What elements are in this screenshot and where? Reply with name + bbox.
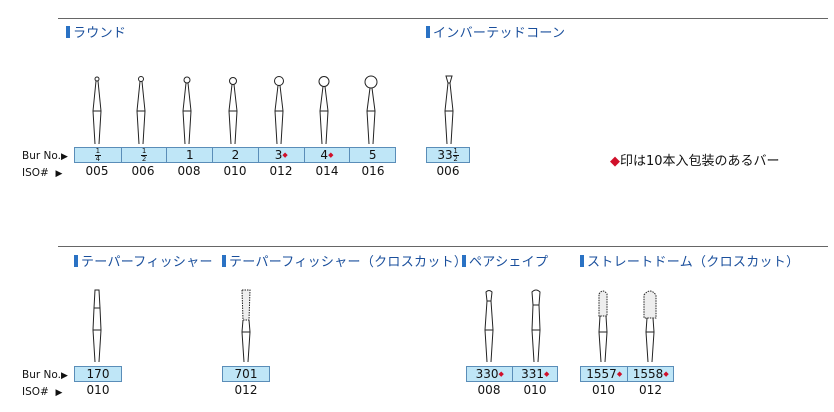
iso-value: 008 xyxy=(477,383,501,397)
bur-no-label-row2: Bur No.▶ xyxy=(22,369,68,381)
taper-fissure-bur-number-bar: 170 xyxy=(74,366,122,382)
iso-value: 010 xyxy=(86,383,110,397)
section-straight-dome-title: ストレートドーム（クロスカット） xyxy=(580,251,799,270)
bur-straight-dome-1557-illustration xyxy=(598,290,608,363)
bur-round-quarter-illustration xyxy=(92,76,102,145)
iso-value: 012 xyxy=(269,164,293,178)
section-inverted-cone-title: インバーテッドコーン xyxy=(426,22,565,41)
bur-no-cell: 5 xyxy=(349,148,395,162)
bur-round-4-illustration xyxy=(318,76,330,145)
bur-no-cell: 170 xyxy=(86,367,110,381)
iso-value: 006 xyxy=(436,164,460,178)
straight-dome-bur-number-bar: 1557◆ 1558◆ xyxy=(580,366,674,382)
bur-round-2-illustration xyxy=(228,77,238,145)
bur-no-cell: 1 xyxy=(166,148,212,162)
bur-no-cell: 330◆ xyxy=(475,367,504,381)
section-taper-fissure-title: テーパーフィッシャー xyxy=(74,251,213,270)
bur-no-label-row1: Bur No.▶ xyxy=(22,150,68,162)
iso-value: 016 xyxy=(361,164,385,178)
bur-straight-dome-1558-illustration xyxy=(643,290,657,363)
top-divider xyxy=(58,18,828,19)
section-round-title: ラウンド xyxy=(66,22,126,41)
bur-no-cell: 4◆ xyxy=(303,148,350,162)
bur-no-cell: 1557◆ xyxy=(586,367,623,381)
bur-pear-330-illustration xyxy=(484,290,494,363)
iso-value: 005 xyxy=(85,164,109,178)
iso-label-row1: ISO# ▶ xyxy=(22,167,63,179)
bur-no-cell: 2 xyxy=(212,148,258,162)
iso-label-row2: ISO# ▶ xyxy=(22,386,63,398)
bur-taper-fissure-cross-illustration xyxy=(241,289,251,363)
iso-value: 014 xyxy=(315,164,339,178)
bur-pear-331-illustration xyxy=(531,289,541,363)
bur-round-half-illustration xyxy=(136,76,146,145)
bur-taper-fissure-illustration xyxy=(92,289,102,363)
iso-value: 012 xyxy=(234,383,258,397)
bur-no-cell: 701 xyxy=(234,367,258,381)
iso-value: 006 xyxy=(131,164,155,178)
pack-note: ◆印は10本入包装のあるバー xyxy=(610,154,780,169)
bur-no-cell: 1558◆ xyxy=(627,367,673,381)
bur-no-cell: 3◆ xyxy=(257,148,304,162)
iso-value: 008 xyxy=(177,164,201,178)
pear-bur-number-bar: 330◆ 331◆ xyxy=(466,366,558,382)
iso-value: 010 xyxy=(592,383,615,397)
bur-round-1-illustration xyxy=(182,76,192,145)
iso-value: 010 xyxy=(523,383,547,397)
iso-value: 010 xyxy=(223,164,247,178)
bur-round-5-illustration xyxy=(364,75,378,145)
bur-no-cell: 331◆ xyxy=(512,367,557,381)
iso-value: 012 xyxy=(639,383,662,397)
taper-fissure-cross-bur-number-bar: 701 xyxy=(222,366,270,382)
bur-inverted-cone-illustration xyxy=(444,75,454,145)
section-taper-fissure-cross-title: テーパーフィッシャー（クロスカット） xyxy=(222,251,467,270)
section-pear-title: ペアシェイプ xyxy=(462,251,548,270)
bur-round-3-illustration xyxy=(274,76,284,145)
middle-divider xyxy=(58,246,828,247)
